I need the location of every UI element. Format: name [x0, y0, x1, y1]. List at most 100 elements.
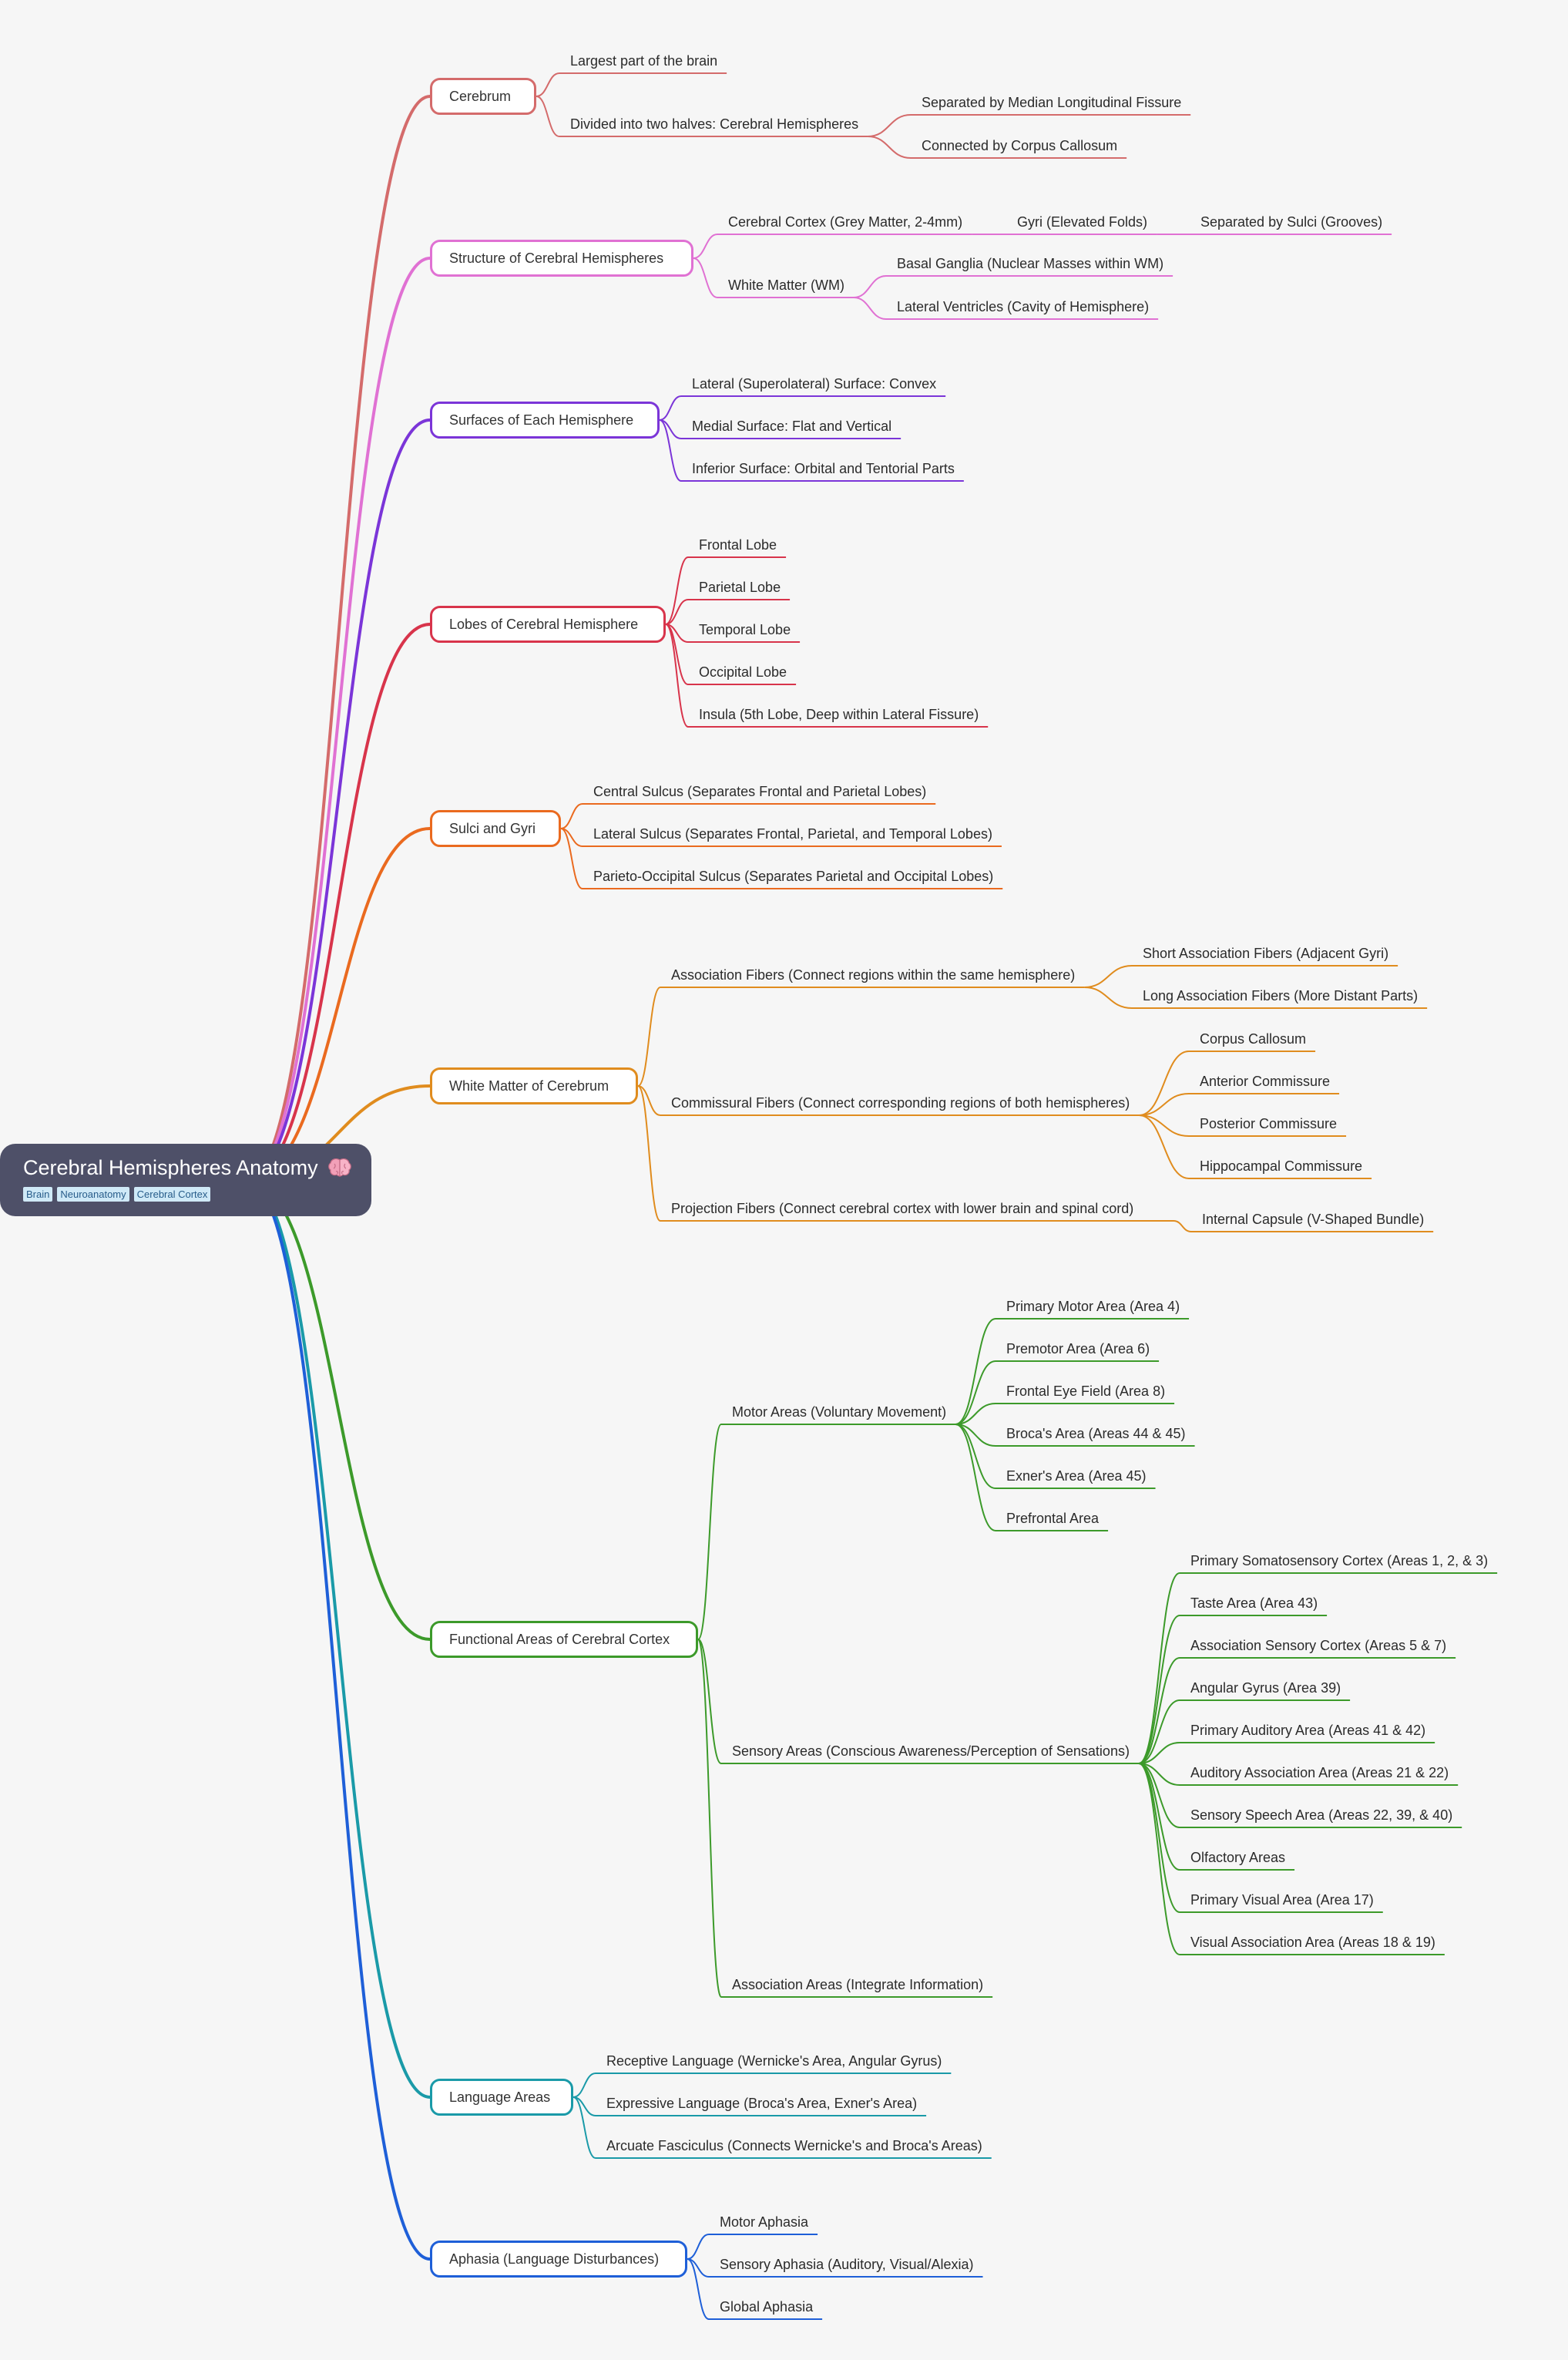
- leaf-insula[interactable]: Insula (5th Lobe, Deep within Lateral Fi…: [699, 707, 979, 722]
- leaf-global-aphasia[interactable]: Global Aphasia: [720, 2299, 814, 2315]
- leaf-connector: [659, 395, 682, 421]
- leaf-sensory-speech[interactable]: Sensory Speech Area (Areas 22, 39, & 40): [1190, 1807, 1453, 1823]
- leaf-connector: [560, 828, 583, 889]
- branch-surfaces[interactable]: Surfaces of Each Hemisphere: [430, 402, 660, 439]
- leaf-connector: [1138, 1742, 1180, 1764]
- branch-language-areas[interactable]: Language Areas: [430, 2079, 573, 2116]
- branch-structure[interactable]: Structure of Cerebral Hemispheres: [430, 240, 693, 277]
- leaf-association-fibers[interactable]: Association Fibers (Connect regions with…: [671, 967, 1076, 983]
- leaf-sulci-grooves[interactable]: Separated by Sulci (Grooves): [1200, 214, 1383, 230]
- leaf-motor-areas[interactable]: Motor Areas (Voluntary Movement): [732, 1404, 947, 1420]
- leaf-connector: [665, 599, 689, 625]
- leaf-auditory-association[interactable]: Auditory Association Area (Areas 21 & 22…: [1190, 1765, 1449, 1780]
- leaf-connector: [853, 275, 887, 298]
- leaf-anterior-commissure[interactable]: Anterior Commissure: [1200, 1074, 1331, 1089]
- leaf-internal-capsule[interactable]: Internal Capsule (V-Shaped Bundle): [1202, 1212, 1425, 1227]
- leaf-connector: [560, 803, 583, 829]
- leaf-connector: [536, 96, 560, 137]
- leaf-parieto-occipital[interactable]: Parieto-Occipital Sulcus (Separates Pari…: [593, 869, 994, 884]
- leaf-frontal-eye-field[interactable]: Frontal Eye Field (Area 8): [1006, 1383, 1166, 1399]
- leaf-two-halves[interactable]: Divided into two halves: Cerebral Hemisp…: [570, 116, 859, 132]
- leaf-connector: [1138, 1763, 1180, 1955]
- leaf-frontal-lobe[interactable]: Frontal Lobe: [699, 537, 777, 553]
- leaf-long-association[interactable]: Long Association Fibers (More Distant Pa…: [1143, 988, 1419, 1004]
- leaf-lateral-sulcus[interactable]: Lateral Sulcus (Separates Frontal, Parie…: [593, 826, 992, 842]
- tag-brain[interactable]: Brain: [23, 1187, 53, 1202]
- leaf-connector: [955, 1424, 996, 1447]
- leaf-white-matter-wm[interactable]: White Matter (WM): [728, 277, 844, 293]
- leaf-connector: [955, 1424, 996, 1531]
- tag-neuroanatomy[interactable]: Neuroanatomy: [57, 1187, 129, 1202]
- leaf-temporal-lobe[interactable]: Temporal Lobe: [699, 622, 791, 637]
- leaf-olfactory[interactable]: Olfactory Areas: [1190, 1850, 1286, 1865]
- leaf-median-fissure[interactable]: Separated by Median Longitudinal Fissure: [922, 95, 1182, 110]
- leaf-medial-surface[interactable]: Medial Surface: Flat and Vertical: [692, 419, 892, 434]
- leaf-parietal-lobe[interactable]: Parietal Lobe: [699, 580, 781, 595]
- leaf-lateral-surface[interactable]: Lateral (Superolateral) Surface: Convex: [692, 376, 937, 392]
- branch-connector: [246, 1178, 431, 2261]
- leaf-association-areas[interactable]: Association Areas (Integrate Information…: [732, 1977, 984, 1992]
- leaf-projection-fibers[interactable]: Projection Fibers (Connect cerebral cort…: [671, 1201, 1134, 1216]
- leaf-exners-area[interactable]: Exner's Area (Area 45): [1006, 1468, 1147, 1484]
- leaf-expressive-language[interactable]: Expressive Language (Broca's Area, Exner…: [606, 2096, 918, 2111]
- leaf-short-association[interactable]: Short Association Fibers (Adjacent Gyri): [1143, 946, 1389, 961]
- leaf-connector: [868, 114, 912, 137]
- leaf-primary-visual[interactable]: Primary Visual Area (Area 17): [1190, 1892, 1374, 1908]
- leaf-connector: [697, 1639, 722, 1764]
- leaf-connector: [1138, 1763, 1180, 1828]
- branch-connector: [246, 1178, 431, 1641]
- brain-icon: [328, 1158, 352, 1177]
- leaf-lateral-ventricles[interactable]: Lateral Ventricles (Cavity of Hemisphere…: [897, 299, 1150, 314]
- branch-cerebrum[interactable]: Cerebrum: [430, 78, 536, 115]
- leaf-gyri[interactable]: Gyri (Elevated Folds): [1017, 214, 1148, 230]
- leaf-connector: [536, 72, 560, 97]
- leaf-connector: [955, 1424, 996, 1489]
- branch-connector: [246, 257, 431, 1182]
- leaf-basal-ganglia[interactable]: Basal Ganglia (Nuclear Masses within WM): [897, 256, 1164, 271]
- leaf-cerebral-cortex[interactable]: Cerebral Cortex (Grey Matter, 2-4mm): [728, 214, 963, 230]
- leaf-sensory-areas[interactable]: Sensory Areas (Conscious Awareness/Perce…: [732, 1743, 1130, 1759]
- leaf-brocas-area[interactable]: Broca's Area (Areas 44 & 45): [1006, 1426, 1186, 1441]
- branch-functional-areas[interactable]: Functional Areas of Cerebral Cortex: [430, 1621, 698, 1658]
- leaf-motor-aphasia[interactable]: Motor Aphasia: [720, 2214, 809, 2230]
- leaf-occipital-lobe[interactable]: Occipital Lobe: [699, 664, 787, 680]
- leaf-premotor[interactable]: Premotor Area (Area 6): [1006, 1341, 1150, 1356]
- branch-aphasia[interactable]: Aphasia (Language Disturbances): [430, 2241, 687, 2278]
- leaf-corpus-callosum[interactable]: Corpus Callosum: [1200, 1031, 1307, 1047]
- leaf-commissural-fibers[interactable]: Commissural Fibers (Connect correspondin…: [671, 1095, 1130, 1111]
- root-node[interactable]: Cerebral Hemispheres Anatomy Brain Neuro…: [0, 1144, 371, 1216]
- leaf-connector: [1138, 1657, 1180, 1764]
- leaf-connector: [1138, 1763, 1180, 1913]
- leaf-sensory-aphasia[interactable]: Sensory Aphasia (Auditory, Visual/Alexia…: [720, 2257, 974, 2272]
- leaf-corpus-callosum-connect[interactable]: Connected by Corpus Callosum: [922, 138, 1118, 153]
- leaf-largest-part[interactable]: Largest part of the brain: [570, 53, 718, 69]
- leaf-connector: [697, 1424, 722, 1640]
- leaf-posterior-commissure[interactable]: Posterior Commissure: [1200, 1116, 1338, 1131]
- leaf-association-sensory[interactable]: Association Sensory Cortex (Areas 5 & 7): [1190, 1638, 1447, 1653]
- branch-lobes[interactable]: Lobes of Cerebral Hemisphere: [430, 606, 666, 643]
- leaf-connector: [1139, 1114, 1190, 1179]
- leaf-connector: [637, 1085, 661, 1116]
- leaf-connector: [1084, 965, 1133, 988]
- leaf-prefrontal[interactable]: Prefrontal Area: [1006, 1511, 1100, 1526]
- leaf-arcuate-fasciculus[interactable]: Arcuate Fasciculus (Connects Wernicke's …: [606, 2138, 982, 2153]
- leaf-visual-association[interactable]: Visual Association Area (Areas 18 & 19): [1190, 1935, 1435, 1950]
- leaf-central-sulcus[interactable]: Central Sulcus (Separates Frontal and Pa…: [593, 784, 927, 799]
- leaf-hippocampal-commissure[interactable]: Hippocampal Commissure: [1200, 1158, 1363, 1174]
- leaf-angular-gyrus[interactable]: Angular Gyrus (Area 39): [1190, 1680, 1341, 1696]
- leaf-connector: [1138, 1572, 1180, 1764]
- leaf-connector: [572, 2073, 596, 2098]
- leaf-primary-auditory[interactable]: Primary Auditory Area (Areas 41 & 42): [1190, 1723, 1426, 1738]
- leaf-primary-somatosensory[interactable]: Primary Somatosensory Cortex (Areas 1, 2…: [1190, 1553, 1489, 1568]
- tag-cerebral-cortex[interactable]: Cerebral Cortex: [133, 1187, 211, 1202]
- leaf-connector: [697, 1639, 722, 1998]
- leaf-primary-motor[interactable]: Primary Motor Area (Area 4): [1006, 1299, 1180, 1314]
- root-tags: Brain Neuroanatomy Cerebral Cortex: [23, 1187, 371, 1202]
- branch-white-matter[interactable]: White Matter of Cerebrum: [430, 1067, 638, 1104]
- branch-connector: [246, 827, 431, 1182]
- branch-sulci-gyri[interactable]: Sulci and Gyri: [430, 810, 561, 847]
- leaf-inferior-surface[interactable]: Inferior Surface: Orbital and Tentorial …: [692, 461, 955, 476]
- leaf-taste-area[interactable]: Taste Area (Area 43): [1190, 1595, 1318, 1611]
- leaf-connector: [955, 1403, 996, 1425]
- leaf-receptive-language[interactable]: Receptive Language (Wernicke's Area, Ang…: [606, 2053, 942, 2069]
